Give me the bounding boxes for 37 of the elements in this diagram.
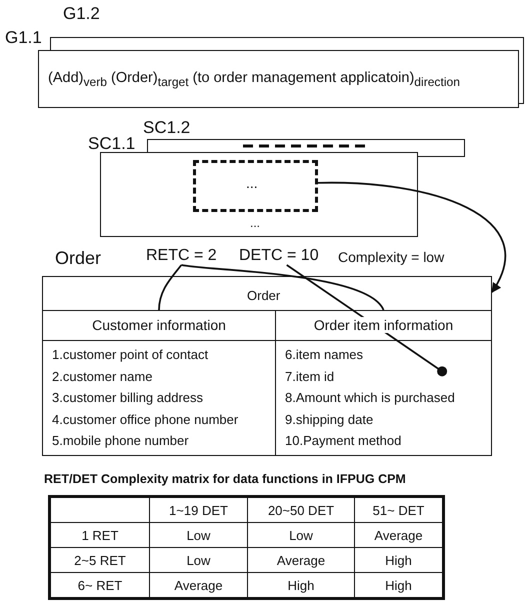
data-element: 4.customer office phone number <box>52 412 238 426</box>
data-element: 2.customer name <box>52 368 152 384</box>
column-header: Order item information <box>312 317 456 333</box>
data-element: 9.shipping date <box>285 412 374 426</box>
dashed-step-box <box>193 160 318 212</box>
data-element: 10.Payment method <box>285 433 402 448</box>
brace-line <box>158 264 182 310</box>
arrow <box>318 182 506 294</box>
complexity-rating: Low <box>150 522 248 548</box>
entity-name: Order <box>55 248 102 269</box>
brace-line <box>181 264 384 311</box>
complexity-rating: Low <box>150 548 248 572</box>
ellipsis: ... <box>246 175 258 191</box>
group-label: SC1.2 <box>143 118 190 138</box>
group-label: SC1.1 <box>88 134 136 154</box>
data-element: 1.customer point of contact <box>52 347 208 362</box>
data-element: 3.customer billing address <box>52 390 204 405</box>
data-element: 6.item names <box>285 347 364 362</box>
metric-text: RETC = 2 <box>146 247 217 265</box>
data-element: 5.mobile phone number <box>52 433 189 448</box>
row-header: 1 RET <box>50 522 150 548</box>
table-caption: RET/DET Complexity matrix for data functions in IFPUG CPM <box>44 472 406 486</box>
data-element: 7.item id <box>285 368 334 384</box>
group-label: G1.2 <box>63 4 100 24</box>
goal-statement: (Add)$_{verb}$ (Order)$_{target}$ (to order management applicatoin)$_{direction}$ <box>48 70 460 89</box>
complexity-rating: Low <box>248 522 354 548</box>
column-header: Customer information <box>90 317 228 333</box>
group-label: G1.1 <box>5 28 42 48</box>
table-header: Order <box>247 288 280 303</box>
row-header: 2~5 RET <box>50 548 150 572</box>
column-header: 20~50 DET <box>248 496 354 522</box>
data-element: 8.Amount which is purchased <box>285 390 455 405</box>
metric-text: DETC = 10 <box>239 247 319 265</box>
column-header: 1~19 DET <box>150 496 248 522</box>
metric-text: Complexity = low <box>338 249 444 265</box>
ellipsis: ... <box>250 216 260 230</box>
complexity-rating: Average <box>248 548 354 572</box>
